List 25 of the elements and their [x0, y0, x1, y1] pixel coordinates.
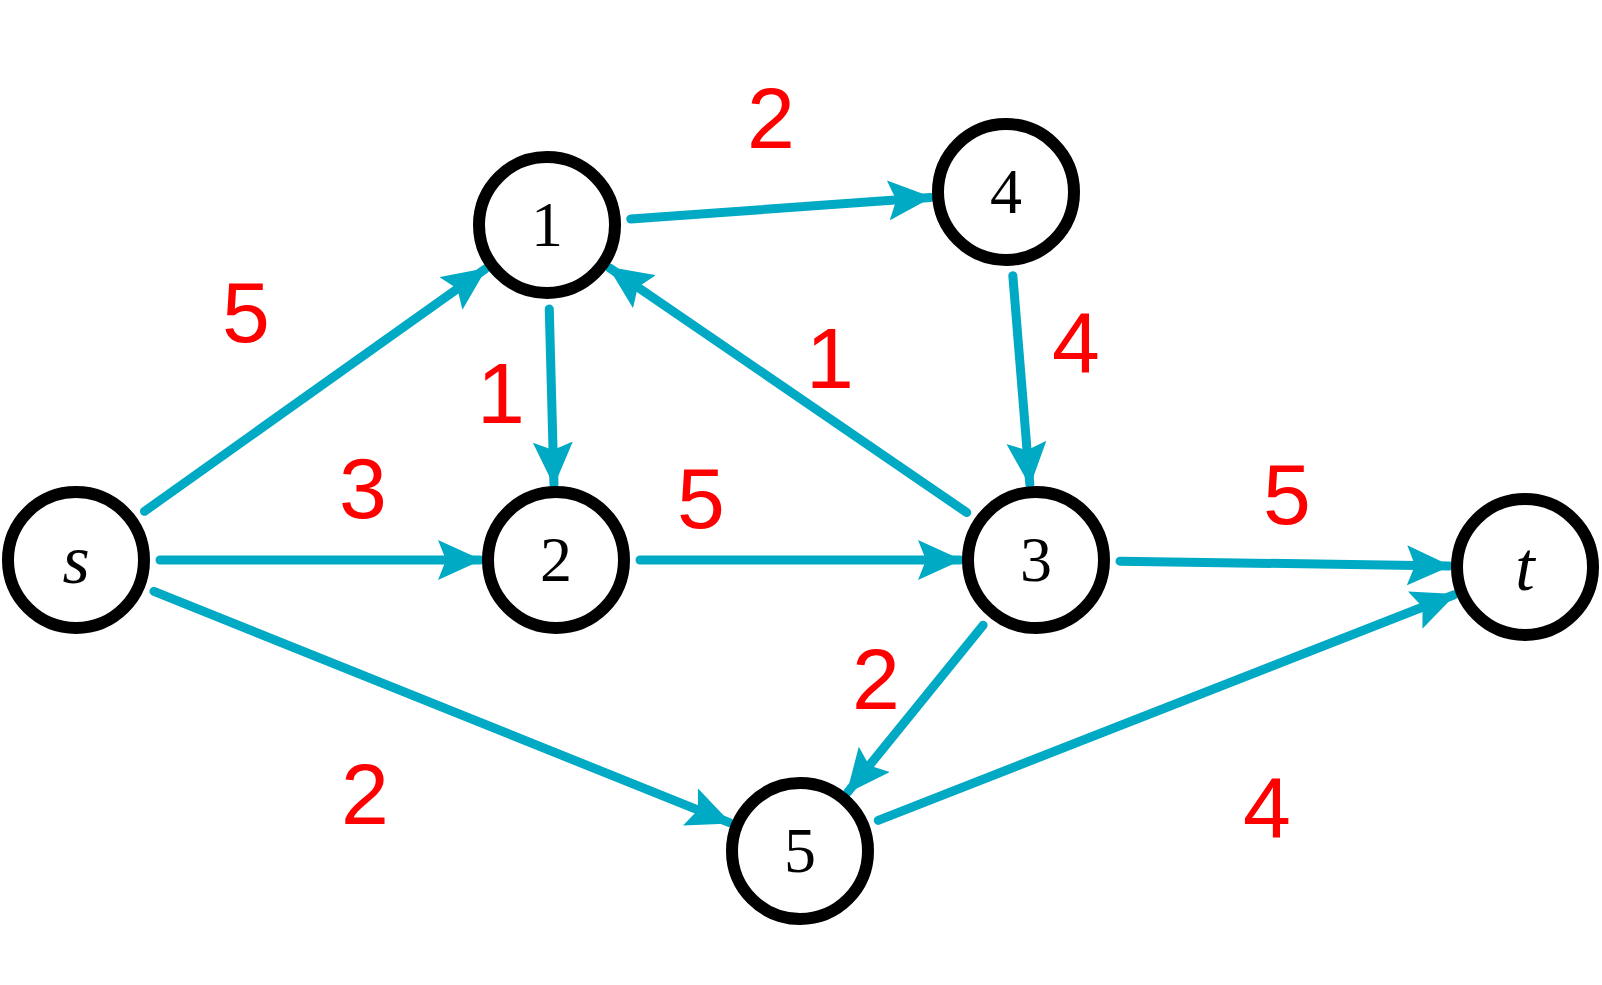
node-label: 4 [990, 160, 1022, 224]
edge-weight: 2 [852, 636, 900, 722]
node-label: 3 [1020, 528, 1052, 592]
arrow [149, 586, 734, 828]
edge-weight: 1 [477, 350, 525, 436]
node-label: t [1515, 532, 1535, 602]
arrow [532, 304, 573, 489]
edge-weight: 2 [341, 751, 389, 837]
node-label: 5 [784, 819, 816, 883]
arrow [139, 264, 490, 516]
arrow [1006, 271, 1047, 489]
edge-weight: 4 [1243, 764, 1291, 850]
edge-weight: 1 [806, 315, 854, 401]
edge-weight: 5 [1263, 451, 1311, 537]
edge-weight: 2 [747, 75, 795, 161]
arrow [605, 263, 972, 518]
edge-weight: 5 [677, 455, 725, 541]
node-label: 1 [531, 193, 563, 257]
arrow [873, 590, 1459, 825]
edge-weight: 3 [339, 445, 387, 531]
node-label: 2 [540, 528, 572, 592]
node-label: s [62, 525, 90, 595]
arrow [843, 620, 988, 797]
edge-weight: 4 [1052, 299, 1100, 385]
edge-weight: 5 [222, 269, 270, 355]
